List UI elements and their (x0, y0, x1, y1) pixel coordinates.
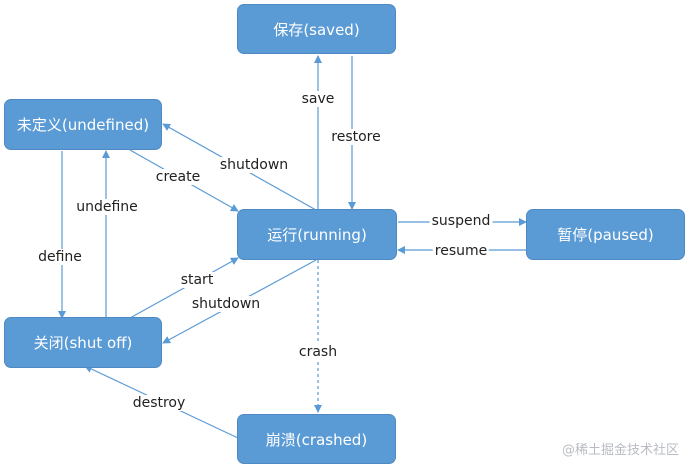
label-crash: crash (296, 344, 340, 360)
state-undefined: 未定义(undefined) (4, 99, 162, 150)
label-start: start (178, 272, 216, 288)
label-restore: restore (329, 129, 383, 145)
label-shutdown-to-undefined: shutdown (217, 157, 291, 173)
label-destroy: destroy (130, 395, 188, 411)
state-saved: 保存(saved) (237, 4, 396, 54)
edge-start (129, 257, 239, 319)
state-crashed: 崩溃(crashed) (237, 414, 396, 464)
watermark-text: @稀土掘金技术社区 (561, 443, 679, 458)
label-shutdown-to-shutoff: shutdown (189, 296, 263, 312)
label-resume: resume (432, 243, 490, 259)
state-shutoff: 关闭(shut off) (4, 317, 162, 368)
state-running: 运行(running) (237, 209, 397, 260)
label-save: save (299, 91, 337, 107)
state-paused: 暂停(paused) (526, 209, 685, 260)
label-suspend: suspend (429, 213, 493, 229)
label-create: create (153, 169, 203, 185)
label-define: define (36, 249, 84, 265)
label-undefine: undefine (74, 199, 140, 215)
